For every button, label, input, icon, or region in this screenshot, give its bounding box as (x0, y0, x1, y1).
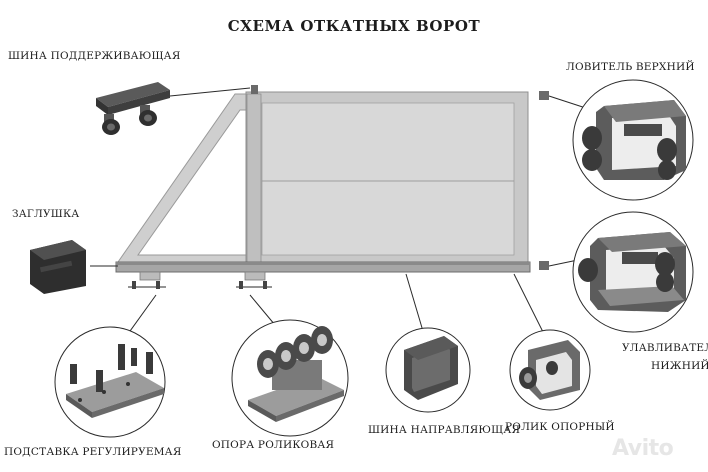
gate (115, 85, 549, 289)
gate-panel-upper (261, 102, 515, 182)
gate-panel-lower (261, 180, 515, 256)
label-roller-support: ОПОРА РОЛИКОВАЯ (212, 439, 335, 451)
gate-roller-mount-left (128, 271, 166, 289)
label-end-cap: ЗАГЛУШКА (12, 208, 80, 220)
label-support-rail: ШИНА ПОДДЕРЖИВАЮЩАЯ (8, 50, 181, 62)
label-top-catcher: ЛОВИТЕЛЬ ВЕРХНИЙ (566, 61, 695, 73)
label-support-roller: РОЛИК ОПОРНЫЙ (505, 421, 615, 433)
guide-rail-illustration (385, 327, 471, 413)
bottom-catcher-illustration (572, 211, 694, 333)
support-rail-illustration (96, 82, 170, 135)
gate-roller-mount-right (236, 271, 272, 289)
support-roller-illustration (509, 329, 591, 411)
gate-post (246, 93, 262, 263)
label-bottom-catcher-line2: НИЖНИЙ (651, 360, 708, 372)
end-cap-illustration (30, 240, 86, 294)
top-catcher-illustration (572, 79, 694, 201)
gate-bottom-catcher-mount (539, 261, 549, 270)
label-guide-rail: ШИНА НАПРАВЛЯЮЩАЯ (368, 424, 521, 436)
roller-support-illustration (231, 319, 349, 437)
gate-top-cap (251, 85, 258, 94)
gate-top-catcher-mount (539, 91, 549, 100)
label-bottom-catcher-line1: УЛАВЛИВАТЕЛЬ (622, 342, 708, 354)
diagram-title: СХЕМА ОТКАТНЫХ ВОРОТ (227, 17, 481, 35)
adjustable-base-illustration (54, 326, 166, 438)
avito-watermark: Avito (612, 436, 674, 461)
label-adjustable-base: ПОДСТАВКА РЕГУЛИРУЕМАЯ (4, 446, 182, 458)
